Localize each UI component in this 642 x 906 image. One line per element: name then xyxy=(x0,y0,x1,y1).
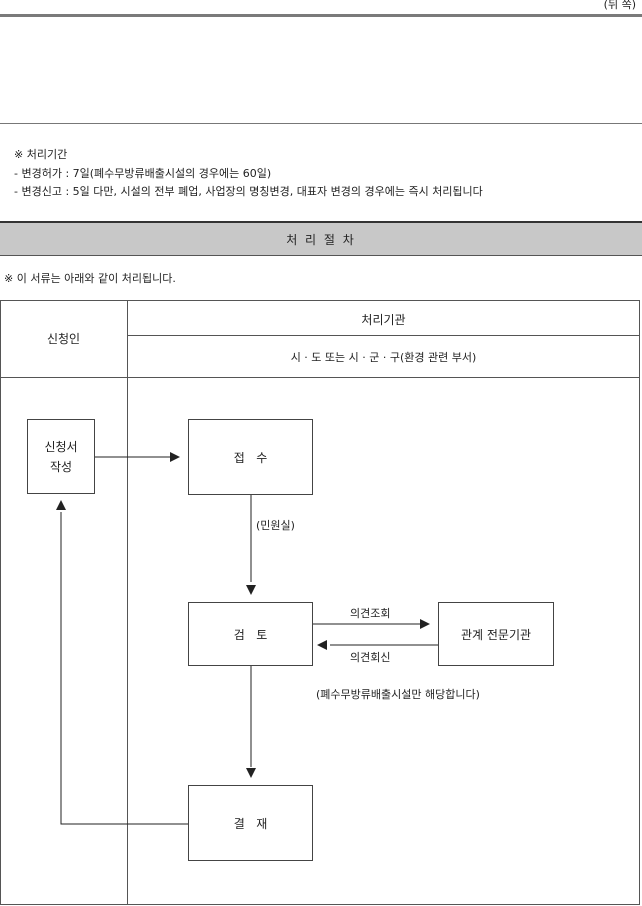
section-divider xyxy=(0,123,642,124)
opinion-reply-label: 의견회신 xyxy=(350,651,391,664)
processing-period-line1: - 변경허가 : 7일(폐수무방류배출시설의 경우에는 60일) xyxy=(14,167,272,180)
column-divider xyxy=(127,300,128,905)
expert-agency-box: 관계 전문기관 xyxy=(438,602,554,666)
receipt-box: 접 수 xyxy=(188,419,313,495)
civil-office-label: (민원실) xyxy=(256,519,295,532)
header-applicant: 신청인 xyxy=(46,332,81,346)
top-rule xyxy=(0,14,642,17)
procedure-title: 처 리 절 차 xyxy=(0,223,642,256)
review-box: 검 토 xyxy=(188,602,313,666)
header-agency-sub: 시 · 도 또는 시 · 군 · 구(환경 관련 부서) xyxy=(290,351,477,364)
procedure-table xyxy=(0,300,640,905)
header-subdivider xyxy=(127,335,640,336)
processing-period-line2: - 변경신고 : 5일 다만, 시설의 전부 폐업, 사업장의 명칭변경, 대표… xyxy=(14,185,483,198)
applies-only-label: (폐수무방류배출시설만 해당합니다) xyxy=(316,688,480,701)
approval-box: 결 재 xyxy=(188,785,313,861)
thick-rule xyxy=(0,221,642,223)
processing-period-heading: ※ 처리기간 xyxy=(14,148,68,161)
procedure-note: ※ 이 서류는 아래와 같이 처리됩니다. xyxy=(4,272,176,285)
header-divider xyxy=(0,377,640,378)
header-agency: 처리기관 xyxy=(361,313,406,327)
page-label: (뒤 쪽) xyxy=(603,0,636,11)
opinion-query-label: 의견조회 xyxy=(350,607,391,620)
application-box: 신청서 작성 xyxy=(27,419,95,494)
